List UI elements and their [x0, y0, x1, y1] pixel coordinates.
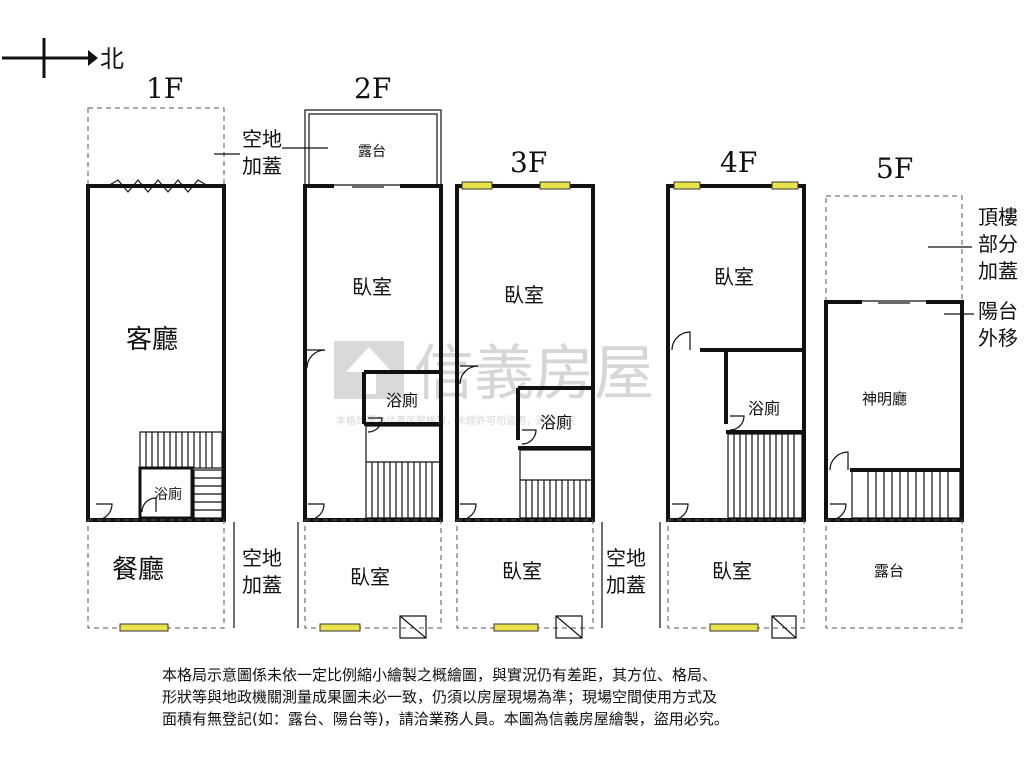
room-bath-2f: 浴廁	[386, 391, 418, 410]
disclaimer-line: 面積有無登記(如：露台、陽台等)，請洽業務人員。本圖為信義房屋繪製，盜用必究。	[162, 710, 729, 728]
stairs-4f	[727, 433, 803, 519]
room-terrace-5f: 露台	[874, 562, 904, 580]
annotation-balcony-moved-1: 陽台	[978, 299, 1018, 323]
annotation-added-top-2: 加蓋	[242, 154, 282, 178]
disclaimer-line: 本格局示意圖係未依一定比例縮小繪製之概繪圖，與實況仍有差距，其方位、格局、	[162, 666, 718, 684]
floor-label-1f: 1F	[146, 72, 183, 105]
stairs-5f	[851, 469, 961, 519]
room-bedroom-2f: 臥室	[352, 275, 392, 299]
annotation-added-front-left-2: 加蓋	[242, 573, 282, 597]
stairs-1f	[139, 431, 223, 519]
north-label: 北	[100, 45, 124, 73]
room-front-bedroom-3f: 臥室	[502, 559, 542, 583]
annotation-added-top-1: 空地	[242, 127, 282, 151]
north-arrow: 北	[2, 38, 124, 78]
floor-label-5f: 5F	[876, 152, 913, 185]
annotation-added-front-right: 空地 加蓋	[601, 522, 661, 628]
floor-label-2f: 2F	[354, 72, 391, 105]
annotation-roof-added-3: 加蓋	[978, 259, 1018, 283]
annotation-roof-added: 頂樓 部分 加蓋	[928, 205, 1018, 283]
annotation-roof-added-1: 頂樓	[978, 205, 1018, 229]
floor-5f: 5F 神明廳 露台	[824, 152, 964, 629]
floor-3f: 3F 臥室 浴廁 臥室	[455, 146, 595, 639]
floor-4f: 4F 臥室 浴廁 臥室	[666, 146, 806, 639]
annotation-roof-added-2: 部分	[978, 232, 1018, 256]
annotation-balcony-moved: 陽台 外移	[944, 299, 1018, 350]
floor-1f: 1F 客廳 浴廁 餐廳	[86, 72, 235, 632]
disclaimer-line: 形狀等與地政機關測量成果圖未必一致，仍須以房屋現場為準；現場空間使用方式及	[162, 688, 718, 706]
floor-2f: 2F 露台 臥室 浴廁 臥室	[303, 72, 443, 639]
annotation-added-front-right-2: 加蓋	[606, 573, 646, 597]
watermark: 信義房屋 本格局圖為信義房屋繪製，未經許可勿盜用，違者必究	[334, 339, 654, 427]
disclaimer: 本格局示意圖係未依一定比例縮小繪製之概繪圖，與實況仍有差距，其方位、格局、 形狀…	[162, 664, 882, 730]
annotation-added-front-left-1: 空地	[242, 546, 282, 570]
floor-label-4f: 4F	[720, 146, 757, 179]
room-front-bedroom-2f: 臥室	[350, 565, 390, 589]
watermark-brand: 信義房屋	[414, 339, 654, 409]
stairs-3f	[519, 449, 593, 519]
room-bedroom-3f: 臥室	[504, 283, 544, 307]
room-shrine-5f: 神明廳	[862, 390, 907, 408]
room-front-bedroom-4f: 臥室	[712, 559, 752, 583]
stairs-2f	[365, 425, 441, 519]
room-bath-1f: 浴廁	[154, 486, 182, 503]
annotation-added-top: 空地 加蓋	[214, 127, 328, 178]
room-living-1f: 客廳	[126, 325, 178, 355]
annotation-added-front-right-1: 空地	[606, 546, 646, 570]
room-bedroom-4f: 臥室	[714, 265, 754, 289]
annotation-added-front-left: 空地 加蓋	[242, 522, 299, 628]
room-dining-1f: 餐廳	[112, 555, 164, 585]
room-terrace-2f: 露台	[358, 144, 386, 160]
floor-label-3f: 3F	[510, 146, 547, 179]
room-bath-3f: 浴廁	[540, 413, 572, 432]
annotation-balcony-moved-2: 外移	[978, 326, 1018, 350]
room-bath-4f: 浴廁	[748, 399, 780, 418]
